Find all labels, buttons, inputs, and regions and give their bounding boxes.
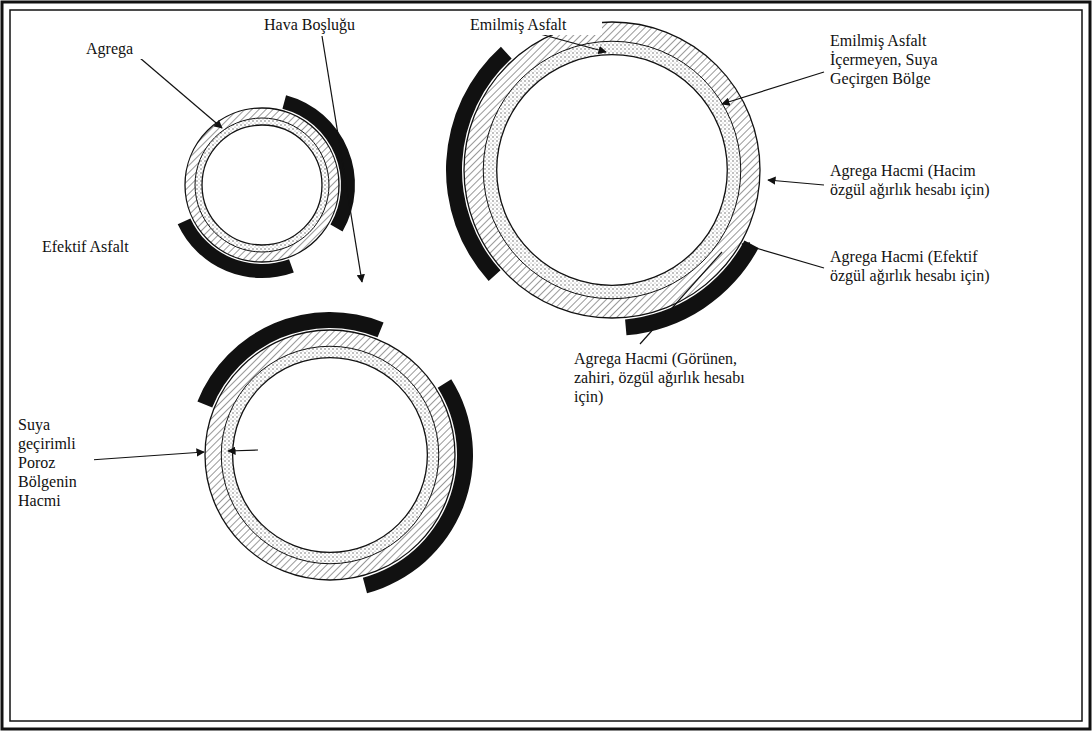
porous-zone-ring (483, 41, 741, 299)
porous-zone-ring (195, 118, 329, 252)
porous-zone-ring (221, 346, 439, 564)
absorbed-asphalt-ring (464, 22, 760, 318)
leader-line (140, 58, 222, 128)
effective-asphalt-film (363, 379, 473, 593)
aggregate-label: Agrega (84, 38, 168, 59)
aggregate-core (497, 55, 728, 286)
effective-volume-label: Agrega Hacmi (Efektif özgül ağırlık hesa… (828, 246, 997, 286)
effective-asphalt-film (178, 218, 294, 278)
leader-line (768, 180, 824, 185)
leader-line (228, 450, 258, 451)
absorbed-asphalt-label: Emilmiş Asfalt (468, 14, 602, 35)
effective-asphalt-film (197, 312, 383, 407)
effective-asphalt-label: Efektif Asfalt (40, 236, 154, 257)
effective-asphalt-film (282, 95, 355, 231)
leader-line (540, 34, 606, 52)
aggregate-core (202, 125, 322, 245)
leader-line (640, 252, 722, 344)
effective-asphalt-film (625, 240, 758, 335)
absorbed-asphalt-ring (205, 330, 455, 580)
aggregate-core (233, 358, 428, 553)
inner-frame (10, 10, 1082, 721)
apparent-volume-label: Agrega Hacmi (Görünen, zahiri, özgül ağı… (572, 348, 756, 407)
leader-line (322, 36, 362, 282)
effective-asphalt-film (446, 47, 512, 281)
leader-line (90, 452, 204, 460)
leader-line (722, 72, 824, 104)
porous-zone-label: Suya geçirimli Poroz Bölgenin Hacmi (16, 414, 94, 511)
permeable-zone-label: Emilmiş Asfalt İçermeyen, Suya Geçirgen … (828, 30, 960, 89)
absorbed-asphalt-ring (185, 108, 339, 262)
leader-line (742, 244, 824, 268)
bulk-volume-label: Agrega Hacmi (Hacim özgül ağırlık hesabı… (828, 160, 997, 200)
air-void-label: Hava Boşluğu (262, 14, 396, 35)
